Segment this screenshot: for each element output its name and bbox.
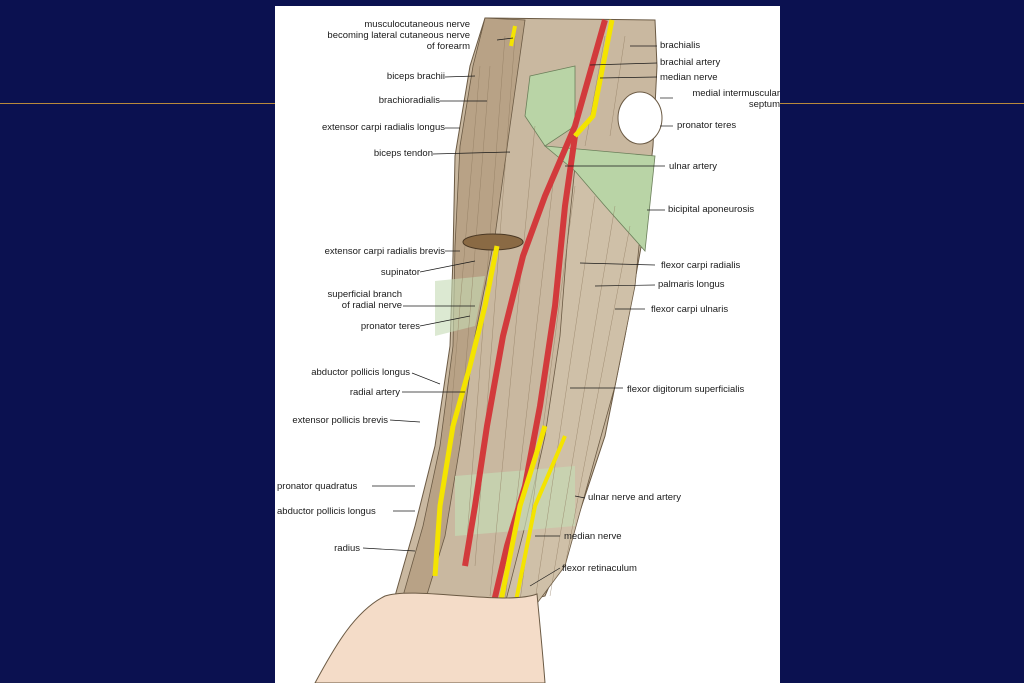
median-nerve-lower xyxy=(497,425,548,607)
musculocutaneous-nerve xyxy=(509,25,517,47)
label-fcr: flexor carpi radialis xyxy=(661,260,741,271)
label-biceps-tendon: biceps tendon xyxy=(373,148,433,159)
label-biceps-brachii: biceps brachii xyxy=(386,71,445,82)
label-radial-artery: radial artery xyxy=(349,387,400,398)
forearm-anatomy-figure: musculocutaneous nerve becoming lateral … xyxy=(275,6,780,683)
label-median-nerve-upper: median nerve xyxy=(660,72,718,83)
label-fds: flexor digitorum superficialis xyxy=(627,384,745,395)
brachial-radial-artery xyxy=(462,19,608,567)
label-ulnar-artery: ulnar artery xyxy=(669,161,718,172)
label-bicipital-aponeurosis: bicipital aponeurosis xyxy=(668,204,755,215)
cut-tendon xyxy=(462,233,524,251)
label-apl-lower: abductor pollicis longus xyxy=(277,506,376,517)
ulnar-nerve xyxy=(513,435,567,607)
label-ecrb: extensor carpi radialis brevis xyxy=(324,246,445,257)
hand-skin xyxy=(314,592,546,683)
label-pronator-quadratus: pronator quadratus xyxy=(277,481,358,492)
label-radius: radius xyxy=(334,543,360,554)
label-brachioradialis: brachioradialis xyxy=(378,95,440,106)
label-supinator: supinator xyxy=(380,267,420,278)
label-medial-septum: medial intermuscular septum xyxy=(692,88,780,110)
label-median-nerve-lower: median nerve xyxy=(564,531,622,542)
brachialis-fascia xyxy=(524,65,576,147)
label-palmaris-longus: palmaris longus xyxy=(658,279,725,290)
ulnar-artery xyxy=(490,135,578,607)
label-ecrl: extensor carpi radialis longus xyxy=(321,122,445,133)
median-nerve xyxy=(573,19,615,138)
label-epb: extensor pollicis brevis xyxy=(292,415,388,426)
label-fcu: flexor carpi ulnaris xyxy=(651,304,729,315)
label-superficial-branch: superficial branch of radial nerve xyxy=(327,289,402,311)
forearm-illustration xyxy=(314,17,673,683)
label-apl-upper: abductor pollicis longus xyxy=(311,367,410,378)
radial-nerve xyxy=(432,245,500,577)
medial-septum-shape xyxy=(617,91,663,145)
label-brachialis: brachialis xyxy=(660,40,701,51)
label-pronator-teres-left: pronator teres xyxy=(360,321,420,332)
label-brachial-artery: brachial artery xyxy=(660,57,721,68)
label-flexor-retinaculum: flexor retinaculum xyxy=(562,563,637,574)
label-musculocutaneous: musculocutaneous nerve becoming lateral … xyxy=(327,19,470,52)
label-pronator-teres-right: pronator teres xyxy=(677,120,737,131)
leader-lines xyxy=(362,37,673,587)
label-ulnar-nerve-artery: ulnar nerve and artery xyxy=(588,492,681,503)
